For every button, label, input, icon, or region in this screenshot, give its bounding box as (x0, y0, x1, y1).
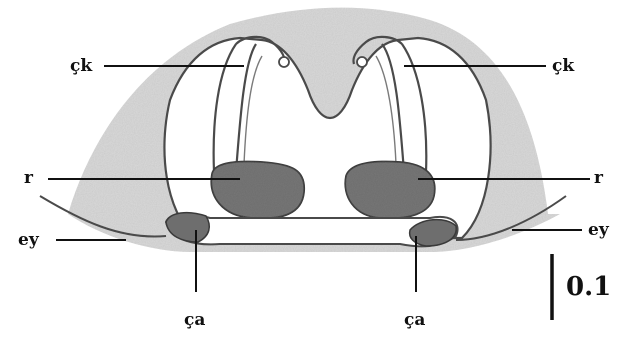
label-r-right: r (594, 170, 603, 187)
label-r-left: r (24, 170, 33, 187)
label-ca-left: ça (184, 312, 205, 329)
scale-bar-label: 0.1 (566, 274, 611, 300)
left-copulatory-opening (279, 57, 289, 67)
label-ey-left: ey (18, 232, 39, 249)
left-receptacle (211, 162, 304, 219)
label-ck-left: çk (70, 58, 92, 75)
label-ey-right: ey (588, 222, 609, 239)
label-ck-right: çk (552, 58, 574, 75)
right-receptacle (345, 162, 435, 219)
right-copulatory-opening (357, 57, 367, 67)
label-ca-right: ça (404, 312, 425, 329)
